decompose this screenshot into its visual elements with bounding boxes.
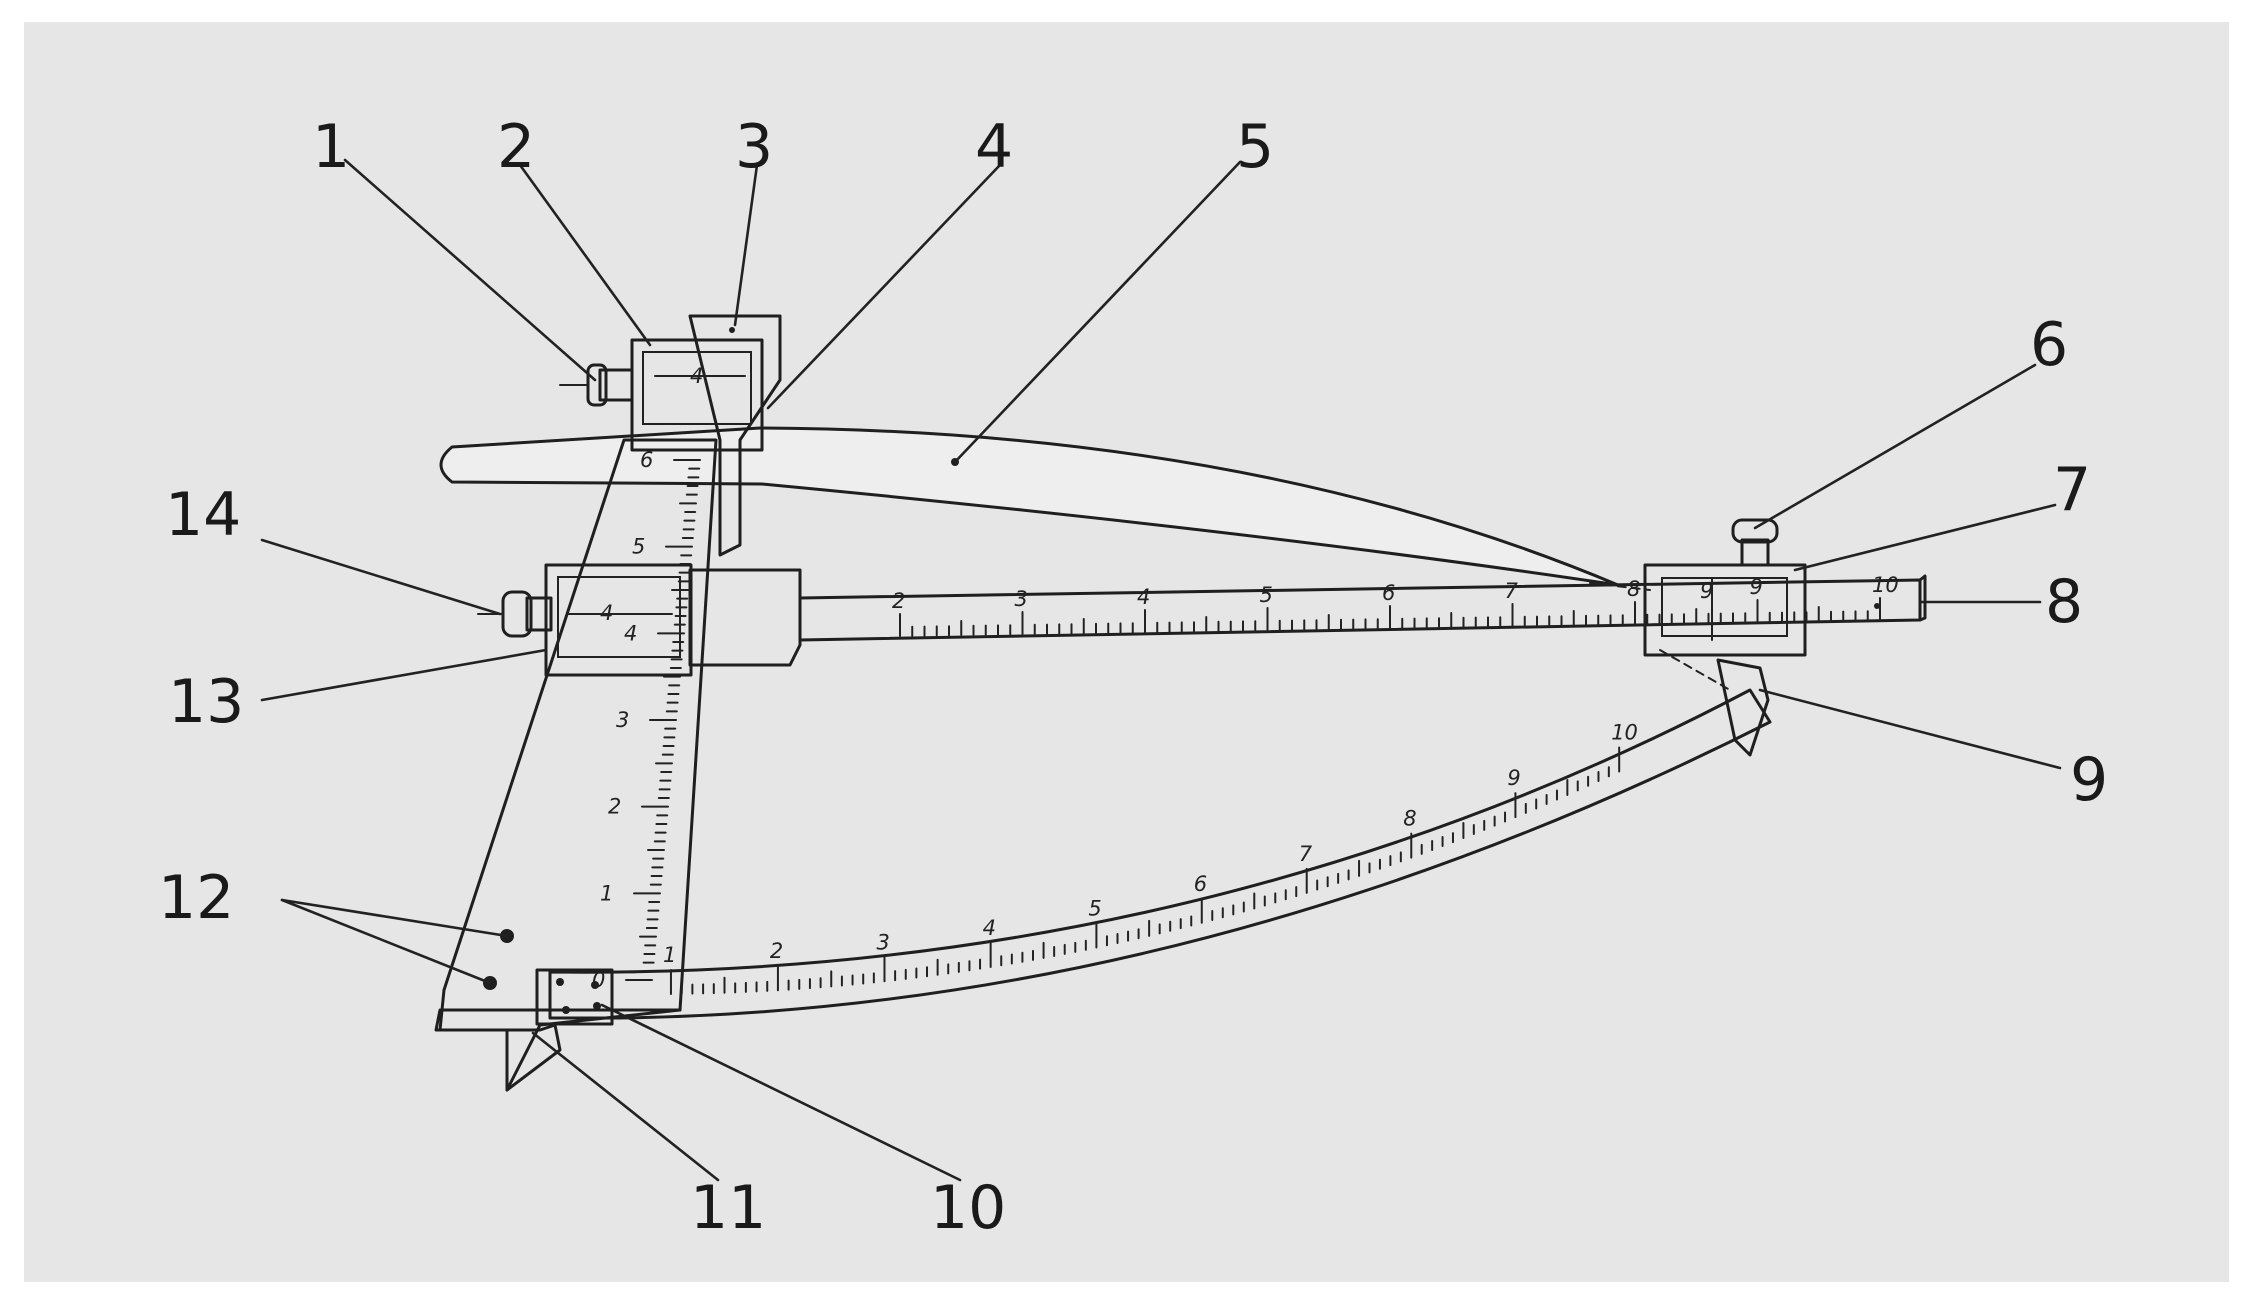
curved-scale-label: 9 bbox=[1507, 766, 1520, 790]
curved-scale-ticks bbox=[669, 746, 1621, 995]
curved-scale-label: 5 bbox=[1088, 897, 1101, 921]
curved-scale-arm: 1 2 3 4 5 6 7 8 9 10 bbox=[548, 688, 1772, 1020]
right-window-mark: 9 bbox=[1700, 579, 1713, 603]
horizontal-scale-label: 6 bbox=[1382, 581, 1395, 605]
curved-scale-label: 3 bbox=[876, 930, 889, 954]
leader-lines bbox=[260, 158, 2062, 1182]
vertical-scale-label: 5 bbox=[632, 535, 645, 559]
curved-scale-labels: 1 2 3 4 5 6 7 8 9 10 bbox=[663, 720, 1638, 967]
horizontal-scale-label: 5 bbox=[1260, 583, 1273, 607]
curved-scale-label: 10 bbox=[1611, 720, 1638, 744]
callout-4: 4 bbox=[975, 112, 1013, 182]
horizontal-scale-label: 7 bbox=[1505, 579, 1519, 603]
callout-13: 13 bbox=[168, 667, 244, 737]
horizontal-scale-label: 9 bbox=[1750, 575, 1763, 599]
callout-12: 12 bbox=[158, 863, 234, 933]
callout-1: 1 bbox=[312, 112, 350, 182]
vertical-scale-label: 3 bbox=[616, 708, 629, 732]
callout-9: 9 bbox=[2070, 745, 2108, 815]
curved-scale-label: 1 bbox=[663, 943, 676, 967]
end-block bbox=[535, 968, 614, 1026]
callout-2: 2 bbox=[497, 112, 535, 182]
callout-11: 11 bbox=[690, 1173, 766, 1243]
callout-7: 7 bbox=[2053, 455, 2091, 525]
vertical-scale-label: 1 bbox=[600, 881, 613, 905]
callout-5: 5 bbox=[1236, 112, 1274, 182]
callout-6: 6 bbox=[2030, 310, 2068, 380]
horizontal-scale-label: 2 bbox=[892, 589, 905, 613]
vertical-scale-label: 2 bbox=[608, 795, 621, 819]
curved-scale-label: 6 bbox=[1194, 872, 1207, 896]
right-slider: 9 bbox=[1589, 518, 1807, 757]
callout-8: 8 bbox=[2045, 567, 2083, 637]
callout-14: 14 bbox=[165, 480, 241, 550]
callout-3: 3 bbox=[735, 112, 773, 182]
vertical-scale-label: 4 bbox=[624, 621, 637, 645]
paper-background bbox=[24, 22, 2229, 1282]
horizontal-scale-label: 3 bbox=[1015, 587, 1028, 611]
vertical-scale-label: 6 bbox=[640, 448, 653, 472]
curved-scale-label: 8 bbox=[1403, 807, 1416, 831]
horizontal-scale-label: 10 bbox=[1872, 573, 1899, 597]
horizontal-scale-ticks bbox=[899, 597, 1881, 637]
curved-scale-label: 7 bbox=[1299, 842, 1313, 866]
curved-scale-label: 2 bbox=[770, 939, 783, 963]
top-slider: 4 bbox=[559, 314, 782, 557]
horizontal-scale-label: 4 bbox=[1137, 585, 1150, 609]
callout-10: 10 bbox=[930, 1173, 1006, 1243]
callout-numbers: 1 2 3 4 5 6 7 8 9 10 11 12 13 14 bbox=[158, 112, 2108, 1243]
curved-scale-label: 4 bbox=[983, 916, 996, 940]
middle-slider: 4 bbox=[477, 563, 802, 677]
